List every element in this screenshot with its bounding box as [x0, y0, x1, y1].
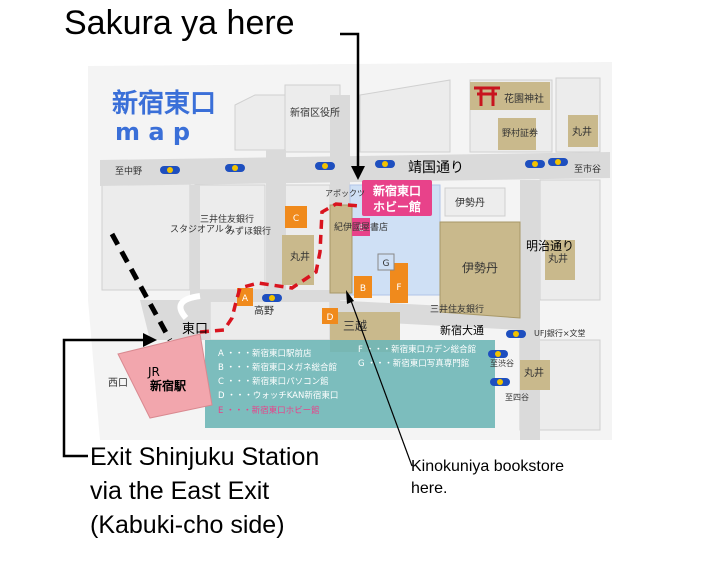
sakura-ya-annotation: Sakura ya here: [64, 4, 295, 42]
exit-annotation-line-1: Exit Shinjuku Station: [90, 443, 320, 471]
label-nomura: 野村証券: [502, 127, 538, 139]
label-ufj: UFJ銀行×文堂: [534, 328, 586, 338]
nomura-building: [498, 118, 536, 150]
label-shi-yotsuya: 至四谷: [505, 393, 529, 402]
legend-entry-c: C ・・・新宿東口パソコン館: [218, 376, 329, 387]
label-marui-right: 丸井: [548, 252, 568, 265]
store-marker-f: F: [396, 283, 401, 293]
label-isetan-top: 伊勢丹: [455, 196, 485, 209]
label-shinjuku-dori: 新宿大通: [440, 323, 484, 337]
exit-arc: [177, 293, 201, 320]
legend-entry-e: E ・・・新宿東口ホビー館: [218, 405, 320, 416]
label-hanazono: 花園神社: [504, 92, 544, 105]
label-mitsukoshi: 三越: [343, 319, 367, 333]
jr-station: [117, 333, 213, 419]
label-shi-ichigaya: 至市谷: [574, 163, 601, 175]
exit-annotation-line-3: (Kabuki-cho side): [90, 511, 285, 539]
torii-icon: [474, 86, 500, 106]
label-shichuno: 至中野: [115, 165, 142, 177]
label-shi-shibuya: 至渋谷: [490, 358, 514, 368]
label-kinokuniya: 紀伊國屋書店: [334, 221, 388, 233]
isetan-annex: [444, 187, 506, 217]
marui-bottom-building: [520, 360, 550, 390]
label-apollo: アポックツ: [325, 189, 365, 198]
store-building-f: [390, 263, 408, 303]
label-yasukuni: 靖国通り: [408, 160, 464, 176]
store-building-d: [322, 308, 338, 324]
label-kuyakusho: 新宿区役所: [290, 106, 340, 119]
store-marker-b: B: [360, 284, 366, 294]
label-mizuho: みずほ銀行: [226, 225, 271, 237]
marui-top-building: [568, 115, 598, 147]
walking-route: [199, 202, 372, 334]
label-shinjuku-eki: 新宿駅: [150, 378, 187, 393]
legend-entry-g: G ・・・新宿東口写真専門館: [358, 358, 469, 369]
store-building-c: [285, 206, 307, 228]
rail-track: [109, 232, 173, 342]
label-jr: JR: [147, 365, 160, 379]
label-mitsui-right: 三井住友銀行: [430, 303, 484, 315]
kinokuniya-annotation-line-1: Kinokuniya bookstore: [411, 458, 564, 475]
store-buildings: [237, 206, 408, 324]
store-building-g: [377, 253, 395, 271]
exit-annotation-line-2: via the East Exit: [90, 477, 270, 505]
legend-entry-d: D ・・・ウォッチKAN新宿東口: [218, 390, 338, 401]
label-marui-left: 丸井: [290, 250, 310, 263]
annotation-arrows: [62, 32, 413, 467]
store-building-b: [354, 276, 372, 298]
label-takano: 高野: [254, 304, 274, 317]
kinokuniya-annotation: Kinokuniya bookstore here.: [411, 456, 631, 500]
store-marker-a: A: [242, 294, 249, 304]
exit-annotation: Exit Shinjuku Station via the East Exit …: [90, 440, 319, 542]
hobby-box-line-1: 新宿東口: [373, 183, 421, 198]
kinokuniya-building: [329, 204, 353, 294]
store-marker-c: C: [293, 214, 299, 224]
hobby-box-line-2: ホビー館: [373, 199, 421, 214]
label-mitsui-ginko: 三井住友銀行: [200, 213, 254, 225]
store-marker-d: D: [327, 313, 334, 323]
label-marui-top: 丸井: [572, 125, 592, 138]
isetan-building: [439, 221, 521, 319]
label-studio-alta: スタジオアルタ: [170, 224, 233, 235]
traffic-light-icons: [160, 158, 568, 386]
label-isetan-main: 伊勢丹: [462, 260, 498, 275]
map-title-line-1: 新宿東口: [112, 88, 216, 119]
store-building-e: [352, 218, 370, 236]
legend-entry-b: B ・・・新宿東口メガネ総合館: [218, 362, 337, 373]
label-meiji: 明治通り: [526, 239, 574, 253]
legend-panel: [205, 340, 495, 428]
kinokuniya-annotation-line-2: here.: [411, 480, 448, 497]
map-title-line-2: m a p: [115, 118, 190, 146]
label-higashiguchi: 東口: [182, 321, 208, 337]
legend-entry-f: F ・・・新宿東口カデン総合館: [358, 344, 476, 355]
label-nishiguchi: 西口: [108, 378, 128, 389]
marui-right-building: [545, 240, 575, 280]
store-marker-g: G: [383, 259, 390, 269]
legend-entry-a: A ・・・新宿東口駅前店: [218, 348, 312, 359]
label-marui-bottom: 丸井: [524, 366, 544, 379]
hobby-box: [362, 180, 432, 216]
store-building-a: [237, 288, 253, 306]
store-marker-e: E: [358, 224, 364, 234]
